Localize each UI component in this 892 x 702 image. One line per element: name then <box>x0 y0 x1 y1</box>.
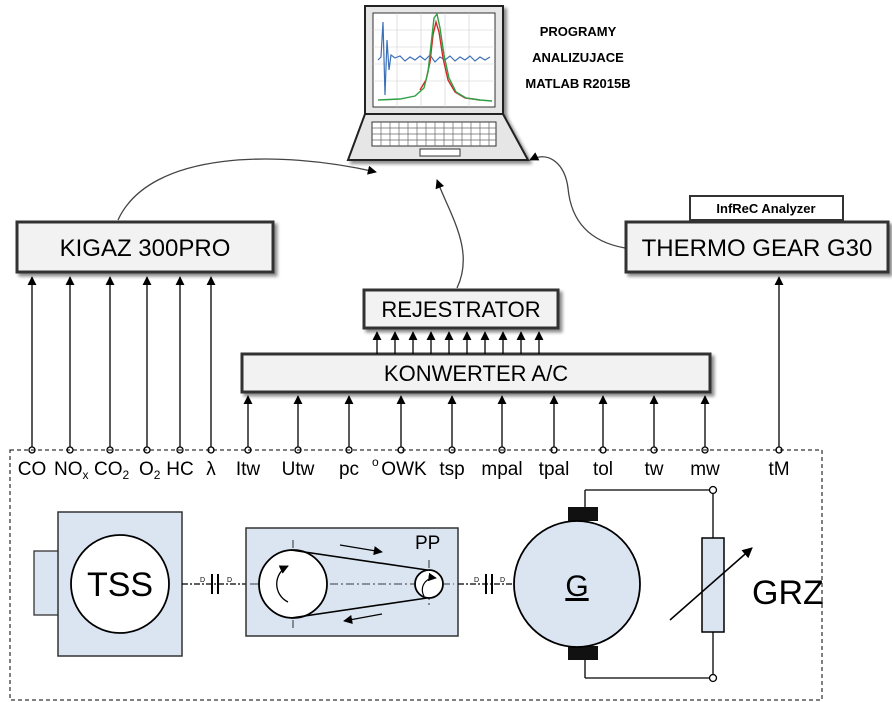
gas-label-o2: O <box>139 459 154 480</box>
test-bench-frame <box>9 449 823 701</box>
engine-tss: TSS <box>33 511 183 657</box>
signal-blue-trace <box>377 21 491 96</box>
coupling-right: D D <box>458 574 518 594</box>
engine-label: TSS <box>87 566 153 604</box>
svg-text:D: D <box>200 577 205 584</box>
input-label-itw: Itw <box>236 459 261 480</box>
gas-label-co: CO <box>18 459 47 480</box>
svg-text:D: D <box>227 577 232 584</box>
svg-text:CO2: CO2 <box>94 459 130 482</box>
thermo-gear-box: THERMO GEAR G30 <box>624 220 890 274</box>
generator-g: G <box>513 489 713 679</box>
converter-input-lines <box>243 395 710 454</box>
svg-text:D: D <box>500 577 505 584</box>
input-label-owk-prefix: o <box>372 455 379 469</box>
thermo-label: THERMO GEAR G30 <box>642 235 873 262</box>
signal-green-trace <box>377 12 493 102</box>
input-label-mw: mw <box>690 459 720 480</box>
kigaz-to-laptop-arrow <box>117 158 377 221</box>
infrec-caption-box: InfReC Analyzer <box>689 195 844 221</box>
gas-label-o2-sub: 2 <box>154 468 161 482</box>
software-label-line1: PROGRAMY <box>540 24 617 39</box>
svg-text:λ: λ <box>206 459 216 480</box>
software-label-line2: ANALIZUJACE <box>532 50 624 65</box>
infrec-caption: InfReC Analyzer <box>716 201 815 216</box>
gas-input-lines <box>27 276 216 454</box>
konwerter-box: KONWERTER A/C <box>240 352 712 394</box>
svg-text:O2: O2 <box>139 459 161 482</box>
load-label: GRZ <box>752 574 824 612</box>
rejestrator-label: REJESTRATOR <box>381 297 540 322</box>
konwerter-label: KONWERTER A/C <box>384 361 568 386</box>
input-label-mpal: mpal <box>481 459 522 480</box>
gas-label-co2-sub: 2 <box>123 468 130 482</box>
kigaz-label: KIGAZ 300PRO <box>60 235 231 262</box>
gas-label-nox-sub: x <box>83 468 89 482</box>
kigaz-analyzer-box: KIGAZ 300PRO <box>15 220 275 274</box>
transmission-pp: PP <box>245 527 459 637</box>
thermo-to-laptop-arrow <box>529 152 626 249</box>
input-label-pc: pc <box>339 459 359 480</box>
input-label-owk: OWK <box>381 459 427 480</box>
gas-label-hc: HC <box>166 459 193 480</box>
laptop-icon <box>346 5 530 161</box>
input-label-tol: tol <box>593 459 613 480</box>
svg-text:HC: HC <box>166 459 193 480</box>
svg-text:CO: CO <box>18 459 47 480</box>
gas-label-nox: NO <box>54 459 83 480</box>
thermo-input-line <box>774 276 784 454</box>
input-label-tsp: tsp <box>439 459 464 480</box>
svg-text:D: D <box>474 577 479 584</box>
load-resistor-grz: GRZ <box>669 485 824 683</box>
transmission-label: PP <box>415 533 440 554</box>
rejestrator-to-laptop-arrow <box>435 179 464 289</box>
gas-label-lambda: λ <box>206 459 216 480</box>
rejestrator-box: REJESTRATOR <box>362 288 560 330</box>
generator-label: G <box>565 570 588 603</box>
input-label-tpal: tpal <box>539 459 570 480</box>
input-label-utw: Utw <box>282 459 315 480</box>
gas-label-co2: CO <box>94 459 123 480</box>
software-label-line3: MATLAB R2015B <box>525 76 630 91</box>
input-label-tm: tM <box>768 459 789 480</box>
input-label-tw: tw <box>645 459 664 480</box>
gas-labels: CO NOx CO2 O2 HC λ <box>18 459 217 482</box>
converter-labels: Itw Utw pc o OWK tsp mpal tpal tol tw mw… <box>236 455 790 480</box>
coupling-left: D D <box>182 574 246 594</box>
converter-output-arrows <box>372 331 544 354</box>
svg-text:NOx: NOx <box>54 459 89 482</box>
